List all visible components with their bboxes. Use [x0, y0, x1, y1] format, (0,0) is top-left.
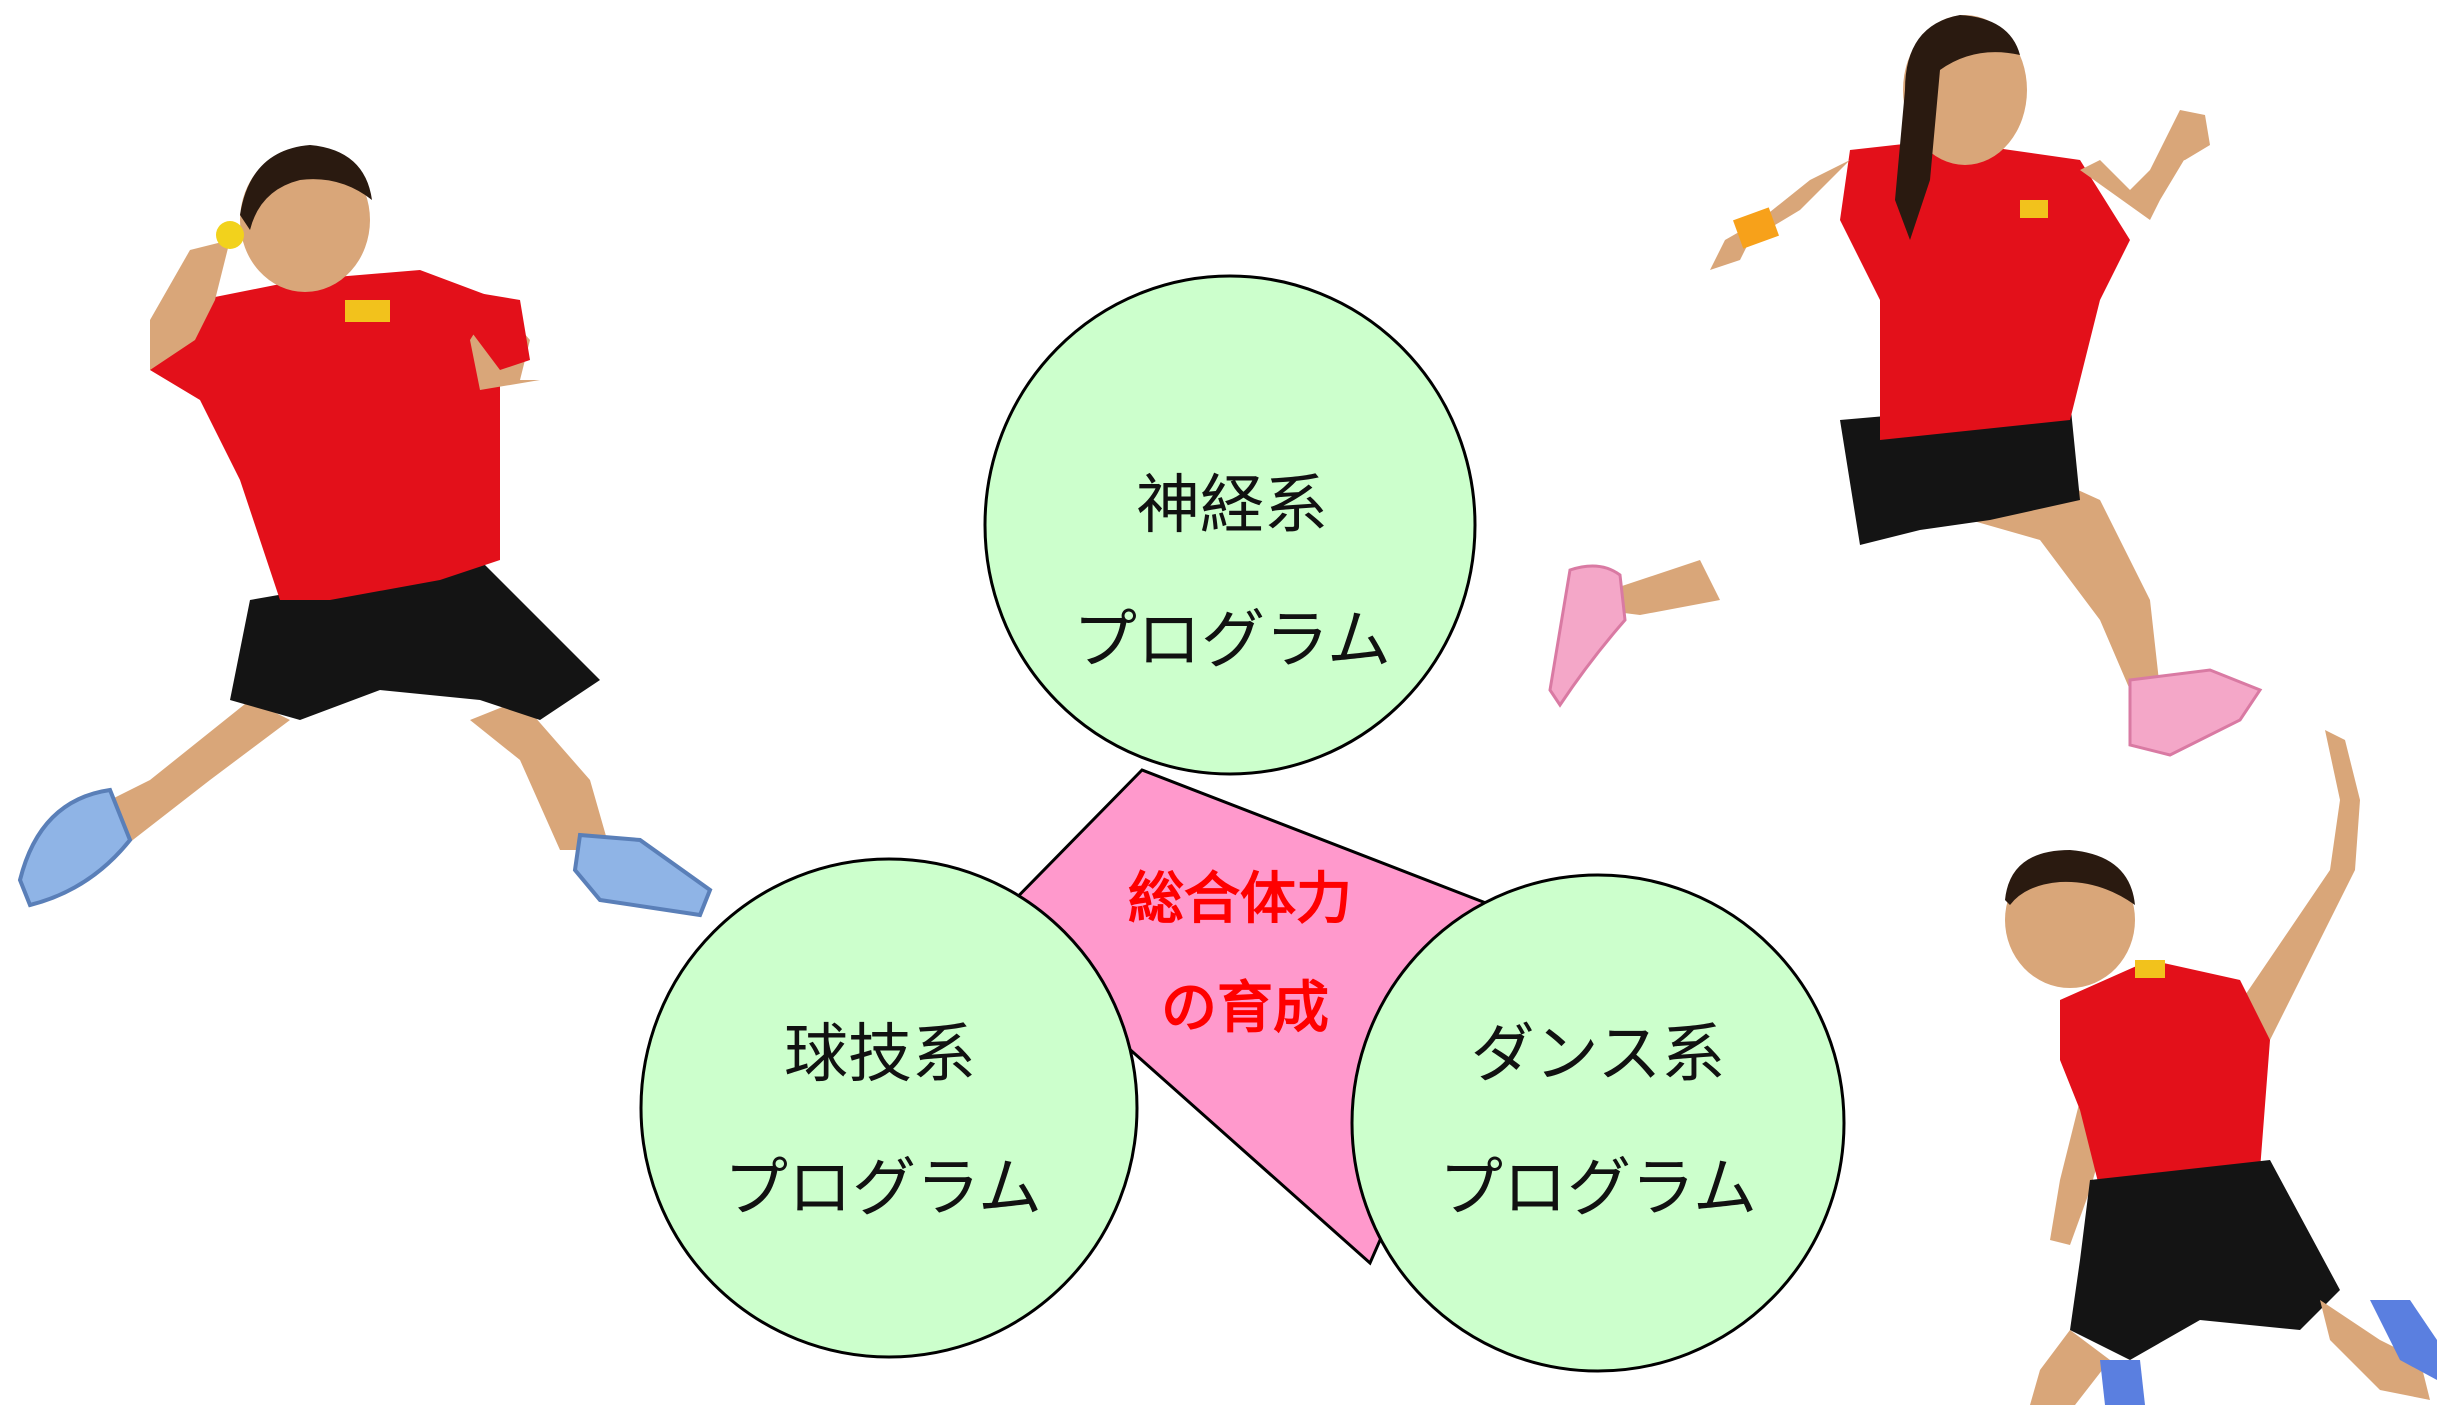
hand-shape [2150, 110, 2210, 170]
circle-left-line2: プログラム [724, 1152, 1042, 1226]
shoe-shape [1548, 564, 1627, 708]
circle-right: ダンス系 プログラム [1350, 873, 1846, 1373]
circle-left-line1: 球技系 [784, 1018, 976, 1092]
jersey-shape [150, 270, 500, 600]
leg-shape [1600, 560, 1720, 615]
shoe-shape [2128, 668, 2263, 757]
arm-shape [2080, 150, 2190, 220]
circle-right-line1: ダンス系 [1471, 1018, 1726, 1092]
badge-shape [2020, 200, 2048, 218]
jersey-shape [2060, 960, 2270, 1190]
center-title-line2: の育成 [1161, 976, 1329, 1041]
shoe-shape [2100, 1360, 2145, 1405]
circle-top-shape [983, 274, 1477, 776]
leg-shape [470, 700, 610, 850]
badge-shape [345, 300, 390, 322]
shoe-shape [2370, 1300, 2437, 1380]
photo-boy-jumping [2005, 730, 2437, 1405]
arm-shape [150, 240, 230, 370]
sleeve-shape [460, 290, 530, 370]
photo-girl-running [1548, 15, 2263, 757]
badge-shape [2135, 960, 2165, 978]
circle-left-shape [639, 857, 1139, 1359]
shoe-shape [17, 787, 133, 908]
arm-shape [2235, 730, 2360, 1040]
ball-icon [216, 221, 244, 249]
center-title-line1: 総合体力 [1128, 867, 1352, 932]
circle-right-line2: プログラム [1439, 1152, 1757, 1226]
jersey-shape [1840, 140, 2130, 440]
shoe-shape [572, 832, 713, 918]
shorts-shape [2070, 1160, 2340, 1360]
hair-shape [2005, 850, 2135, 905]
circle-right-shape [1350, 873, 1846, 1373]
leg-shape [2030, 1330, 2110, 1405]
circle-top: 神経系 プログラム [983, 274, 1477, 776]
photo-girl-throwing [17, 145, 713, 918]
wristband-icon [1733, 207, 1779, 249]
circle-top-line1: 神経系 [1136, 469, 1328, 543]
circle-top-line2: プログラム [1073, 604, 1391, 678]
leg-shape [2320, 1300, 2430, 1400]
circle-left: 球技系 プログラム [639, 857, 1139, 1359]
arm-shape [1710, 160, 1850, 270]
hair-shape [240, 145, 372, 230]
hair-shape [1895, 15, 2020, 240]
